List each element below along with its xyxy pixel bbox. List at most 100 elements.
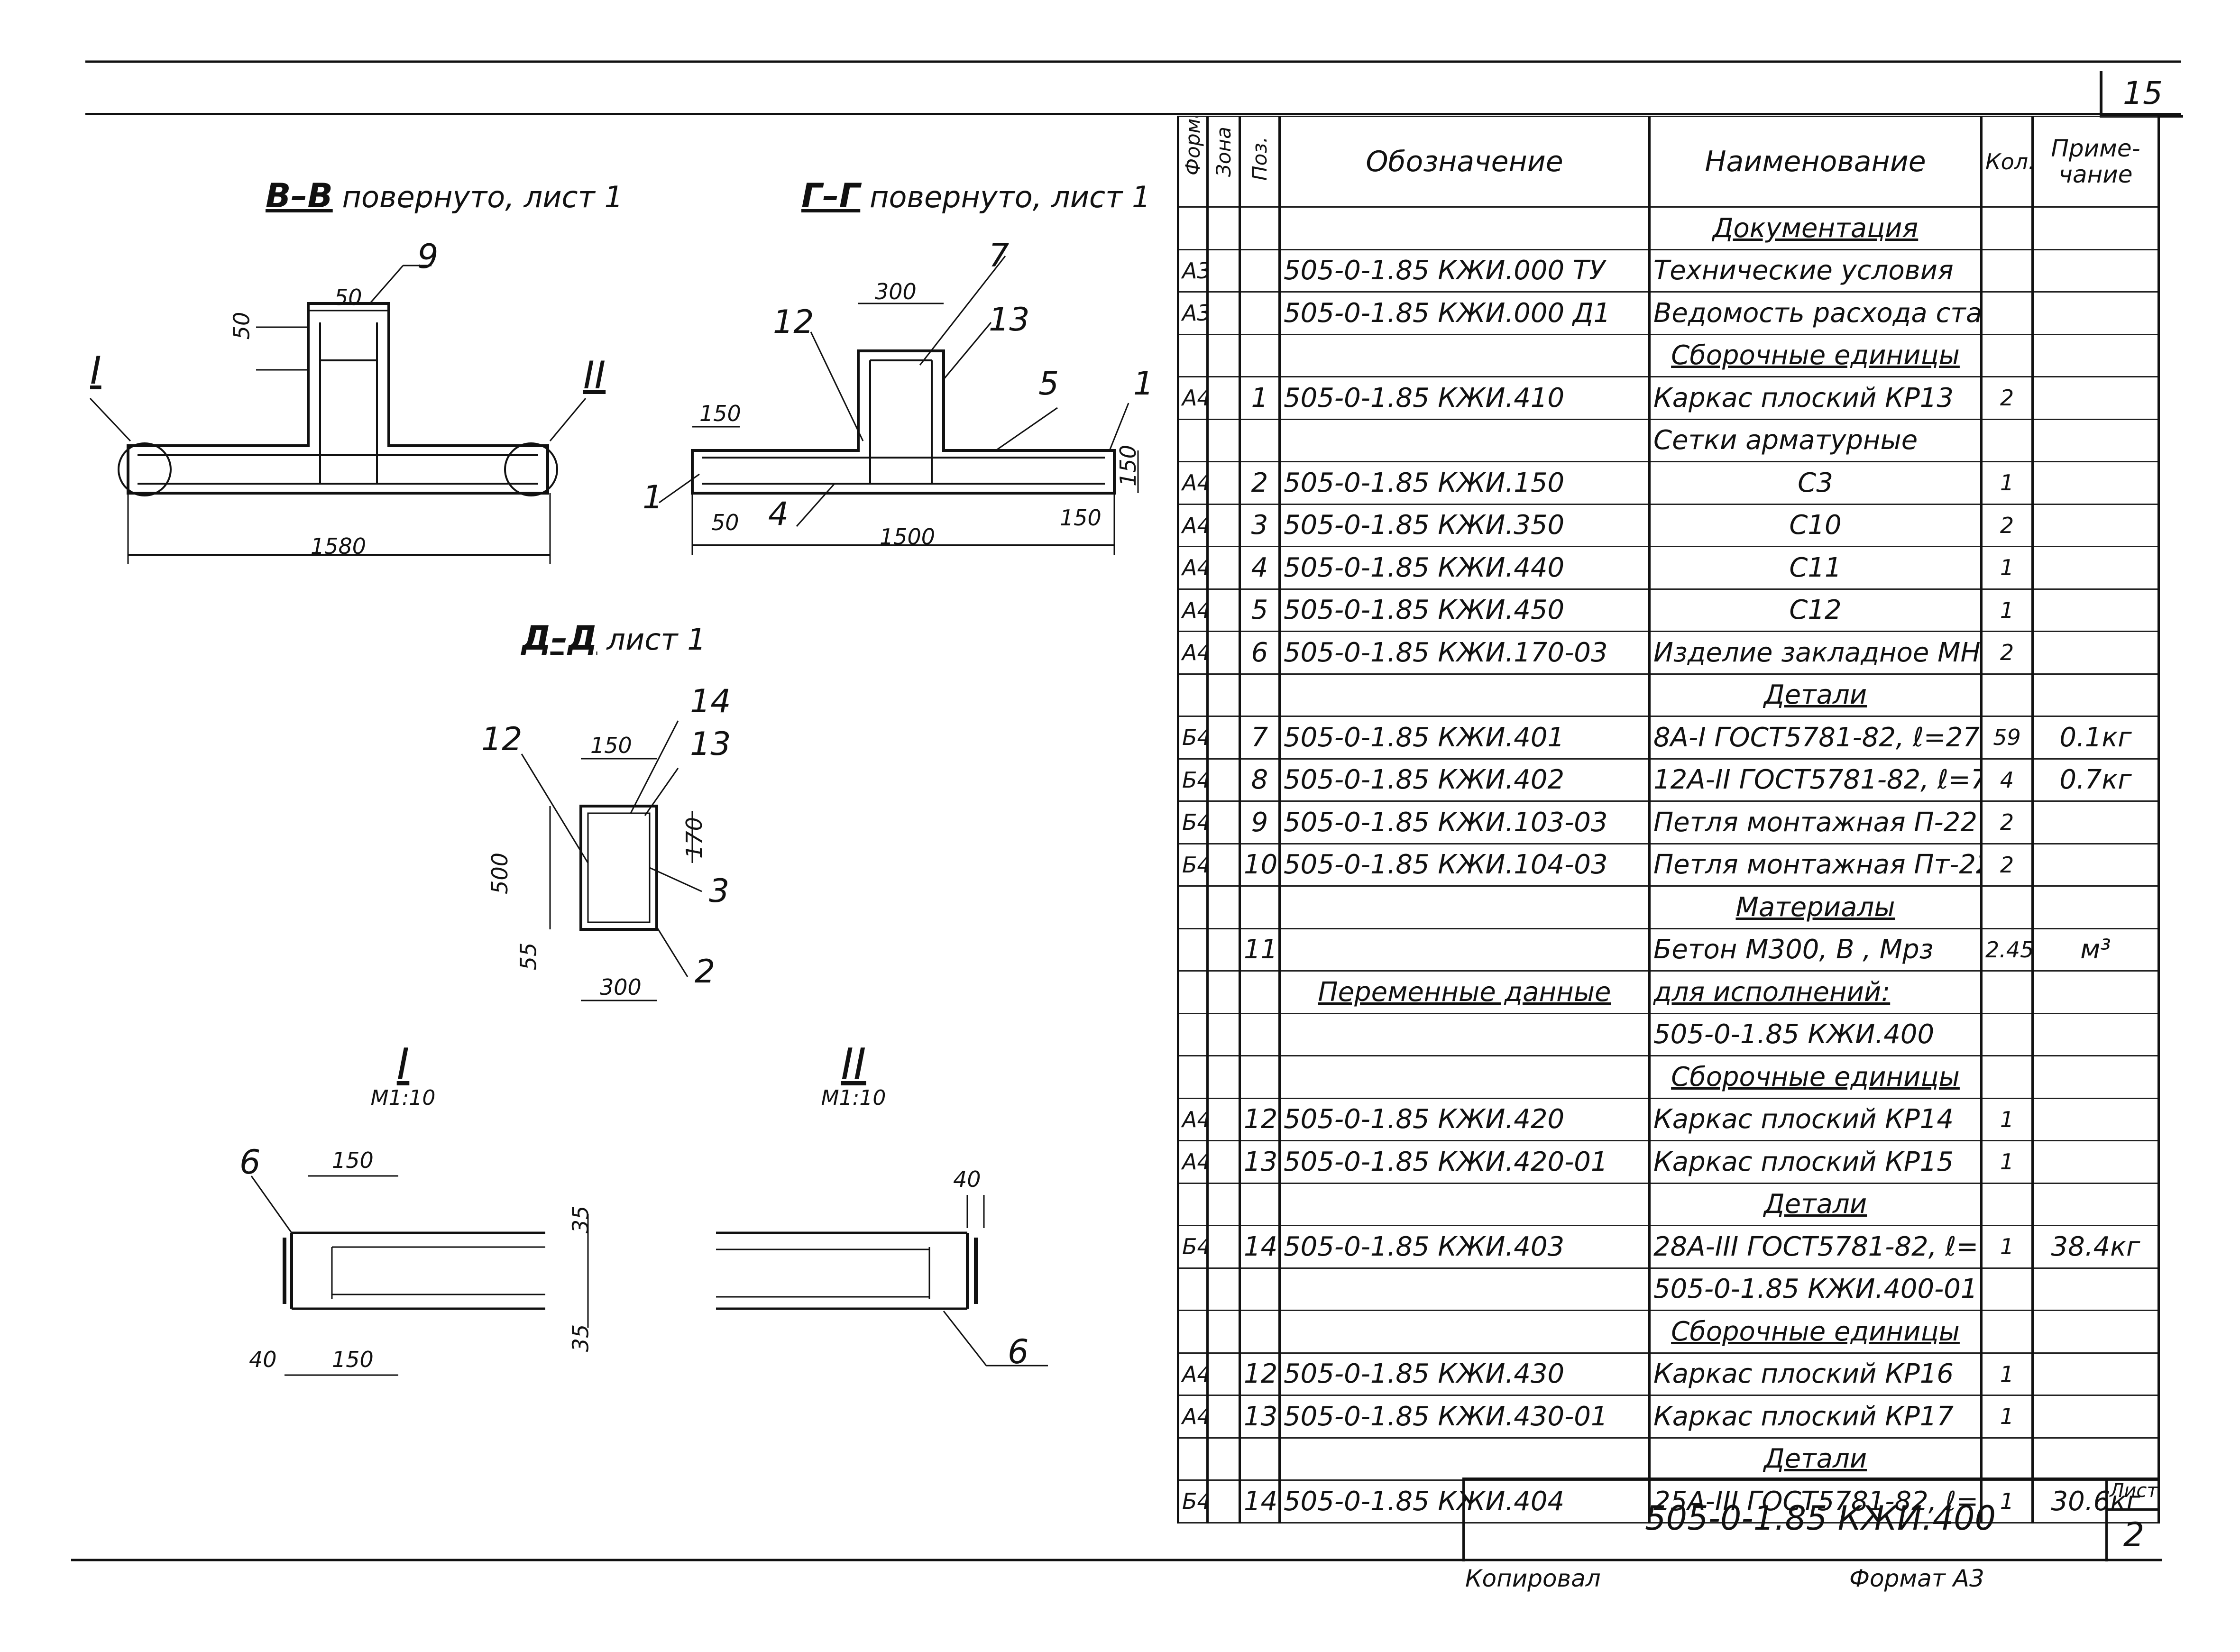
view-vv-note: повернуто, лист 1	[342, 180, 623, 214]
cell-pos	[1239, 1437, 1281, 1481]
cell-name: С10	[1648, 503, 1983, 547]
cell-format	[1177, 1310, 1209, 1354]
cell-note: 30.6кг	[2031, 1479, 2160, 1524]
view-gg-note: повернуто, лист 1	[869, 180, 1151, 214]
cell-zone	[1206, 376, 1241, 420]
table-row: 505-0-1.85 КЖИ.400-01	[1177, 1267, 2160, 1311]
cell-zone	[1206, 1352, 1241, 1396]
cell-qty: 1	[1980, 1479, 2034, 1524]
gg-dim-50: 50	[711, 510, 739, 535]
detail-2-title: II	[841, 1039, 866, 1089]
cell-zone	[1206, 1182, 1241, 1226]
detail-2-drawing	[716, 1195, 1048, 1367]
cell-name: С12	[1648, 588, 1983, 632]
gg-dim-300: 300	[875, 279, 917, 304]
cell-format	[1177, 673, 1209, 717]
section-gg-drawing	[659, 256, 1139, 555]
cell-name: 28А-III ГОСТ5781-82, ℓ=7965	[1648, 1225, 1983, 1269]
cell-zone	[1206, 631, 1241, 675]
dd-pos-13: 13	[690, 725, 731, 763]
section-dd-drawing	[521, 720, 702, 1001]
cell-designation: 505-0-1.85 КЖИ.000 ТУ	[1278, 248, 1651, 293]
vv-callout-II: II	[583, 353, 606, 397]
cell-qty: 2	[1980, 631, 2034, 675]
cell-zone	[1206, 248, 1241, 293]
cell-format: Б4	[1177, 843, 1209, 887]
cell-qty	[1980, 333, 2034, 377]
cell-designation: 505-0-1.85 КЖИ.420-01	[1278, 1140, 1651, 1184]
cell-designation	[1278, 1437, 1651, 1481]
sheet-value: 2	[2123, 1515, 2145, 1554]
cell-pos: 4	[1239, 546, 1281, 590]
cell-designation: 505-0-1.85 КЖИ.420	[1278, 1097, 1651, 1141]
cell-format	[1177, 970, 1209, 1014]
view-dd-letter: Д–Д	[522, 619, 597, 658]
cell-pos: 6	[1239, 631, 1281, 675]
cell-pos: 7	[1239, 716, 1281, 760]
cell-note	[2031, 885, 2160, 929]
cell-note	[2031, 1055, 2160, 1099]
d2-pos-6: 6	[1008, 1332, 1029, 1371]
cell-zone	[1206, 333, 1241, 377]
col-header-note: Приме-чание	[2031, 116, 2160, 208]
cell-designation	[1278, 206, 1651, 250]
cell-name: Каркас плоский КР17	[1648, 1395, 1983, 1439]
cell-format	[1177, 418, 1209, 462]
cell-name: Изделие закладное МН1-5000	[1648, 631, 1983, 675]
cell-qty: 2	[1980, 376, 2034, 420]
cell-format: А3	[1177, 291, 1209, 335]
cell-note	[2031, 843, 2160, 887]
cell-qty: 4	[1980, 758, 2034, 802]
cell-note	[2031, 970, 2160, 1014]
cell-qty: 2	[1980, 800, 2034, 844]
cell-note	[2031, 291, 2160, 335]
cell-pos: 13	[1239, 1140, 1281, 1184]
cell-pos: 8	[1239, 758, 1281, 802]
col-header-zone: Зона	[1206, 116, 1241, 208]
cell-pos: 10	[1239, 843, 1281, 887]
sheet-label: Лист	[2108, 1480, 2160, 1511]
col-header-name: Наименование	[1648, 116, 1983, 208]
cell-note	[2031, 1182, 2160, 1226]
cell-qty: 59	[1980, 716, 2034, 760]
cell-note	[2031, 1395, 2160, 1439]
format-label: Формат А3	[1849, 1565, 1984, 1592]
cell-name: Детали	[1648, 1437, 1983, 1481]
cell-pos	[1239, 206, 1281, 250]
cell-designation	[1278, 885, 1651, 929]
d2-dim-40: 40	[953, 1166, 981, 1192]
sheet-number: 15	[2100, 71, 2183, 118]
table-body: ДокументацияА3505-0-1.85 КЖИ.000 ТУТехни…	[1177, 206, 2160, 1524]
view-gg-title: Г–Г повернуто, лист 1	[801, 176, 1150, 215]
cell-name: Каркас плоский КР13	[1648, 376, 1983, 420]
cell-zone	[1206, 291, 1241, 335]
cell-qty	[1980, 206, 2034, 250]
gg-dim-150-bottom: 150	[1060, 505, 1102, 531]
cell-name: Сборочные единицы	[1648, 1055, 1983, 1099]
cell-note	[2031, 1097, 2160, 1141]
table-header-row: Формат Зона Поз. Обозначение Наименовани…	[1177, 116, 2160, 208]
col-header-pos: Поз.	[1239, 116, 1281, 208]
cell-note	[2031, 248, 2160, 293]
cell-pos: 12	[1239, 1352, 1281, 1396]
dd-pos-14: 14	[690, 683, 731, 720]
cell-zone	[1206, 1437, 1241, 1481]
cell-designation	[1278, 927, 1651, 972]
cell-note	[2031, 461, 2160, 505]
cell-format	[1177, 1055, 1209, 1099]
cell-pos: 5	[1239, 588, 1281, 632]
cell-name: Петля монтажная П-22	[1648, 800, 1983, 844]
col-header-format: Формат	[1177, 116, 1209, 208]
col-header-qty: Кол.	[1980, 116, 2034, 208]
cell-name: Каркас плоский КР15	[1648, 1140, 1983, 1184]
cell-name: Технические условия	[1648, 248, 1983, 293]
cell-note	[2031, 503, 2160, 547]
cell-note	[2031, 631, 2160, 675]
